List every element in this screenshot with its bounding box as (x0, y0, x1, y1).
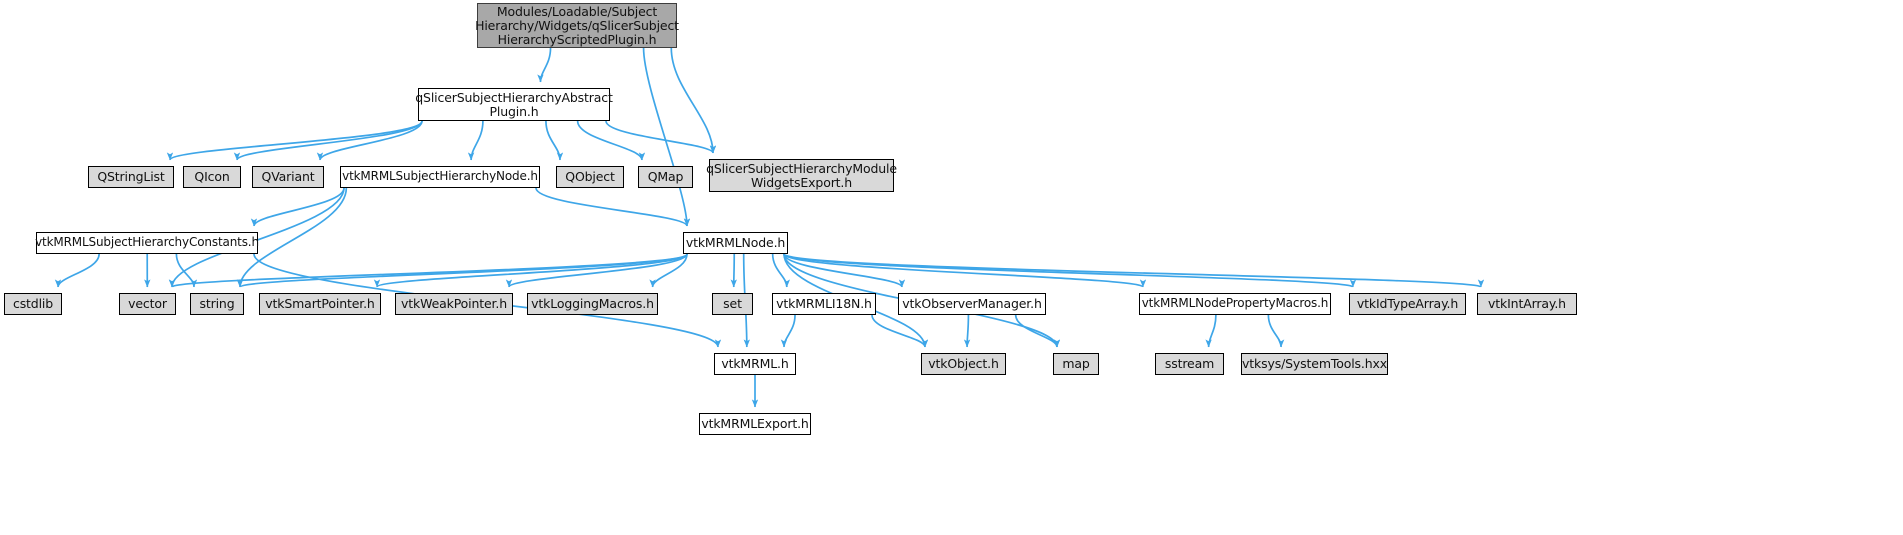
edge-root-to-wexport (670, 47, 717, 154)
graph-node-idtypearray[interactable]: vtkIdTypeArray.h (1349, 293, 1466, 315)
graph-node-vtkobject[interactable]: vtkObject.h (921, 353, 1006, 375)
graph-node-i18n[interactable]: vtkMRMLI18N.h (772, 293, 876, 315)
edge-shnode-to-mrmlnode (535, 187, 691, 227)
edge-propmacros-to-sstream (1205, 314, 1217, 348)
graph-node-cstdlib[interactable]: cstdlib (4, 293, 62, 315)
graph-node-shnode[interactable]: vtkMRMLSubjectHierarchyNode.h (340, 166, 540, 188)
edge-i18n-to-vtkobject (871, 314, 929, 348)
edge-abstract-to-shnode (467, 120, 484, 161)
edge-mrmlnode-to-weakptr (505, 253, 688, 288)
edge-mrmlnode-to-obsmgr (783, 253, 906, 288)
edge-propmacros-to-systools (1267, 314, 1285, 348)
edge-mrmlnode-to-intarray (783, 253, 1484, 288)
edge-mrmlnode-to-vector (169, 253, 688, 288)
edge-mrmlnode-to-i18n (771, 253, 791, 288)
edge-abstract-to-qicon (233, 120, 423, 161)
graph-node-set[interactable]: set (712, 293, 753, 315)
graph-node-weakptr[interactable]: vtkWeakPointer.h (395, 293, 513, 315)
graph-node-qicon[interactable]: QIcon (183, 166, 241, 188)
edge-i18n-to-vtkmrml (780, 314, 796, 348)
graph-node-propmacros[interactable]: vtkMRMLNodePropertyMacros.h (1139, 293, 1331, 315)
edge-root-to-mrmlnode (642, 47, 691, 227)
graph-node-obsmgr[interactable]: vtkObserverManager.h (898, 293, 1046, 315)
edge-obsmgr-to-vtkobject (963, 314, 971, 348)
graph-node-smartptr[interactable]: vtkSmartPointer.h (259, 293, 381, 315)
graph-node-qstringlist[interactable]: QStringList (88, 166, 174, 188)
graph-node-mrmlexport[interactable]: vtkMRMLExport.h (699, 413, 811, 435)
graph-node-qvariant[interactable]: QVariant (252, 166, 324, 188)
edge-mrmlnode-to-logmacros (649, 253, 688, 288)
edge-abstract-to-qobject (545, 120, 564, 161)
edge-mrmlnode-to-string (237, 253, 688, 288)
graph-node-string[interactable]: string (190, 293, 244, 315)
graph-node-shconst[interactable]: vtkMRMLSubjectHierarchyConstants.h (35, 232, 259, 254)
edge-shconst-to-string (175, 253, 198, 288)
graph-node-systools[interactable]: vtksys/SystemTools.hxx (1241, 353, 1388, 375)
graph-node-sstream[interactable]: sstream (1155, 353, 1224, 375)
graph-node-vtkmrml[interactable]: vtkMRML.h (714, 353, 796, 375)
edge-mrmlnode-to-idtypearray (783, 253, 1356, 288)
edge-shnode-to-shconst (250, 187, 345, 227)
graph-node-vector[interactable]: vector (119, 293, 176, 315)
graph-node-root[interactable]: Modules/Loadable/Subject Hierarchy/Widge… (475, 3, 679, 48)
edge-mrmlnode-to-smartptr (374, 253, 688, 288)
graph-node-wexport[interactable]: qSlicerSubjectHierarchyModule WidgetsExp… (706, 159, 897, 192)
edge-abstract-to-qmap (576, 120, 646, 161)
graph-node-abstract[interactable]: qSlicerSubjectHierarchyAbstract Plugin.h (415, 88, 613, 121)
edge-mrmlnode-to-propmacros (783, 253, 1146, 288)
edge-root-to-abstract (537, 47, 552, 83)
edge-abstract-to-qvariant (316, 120, 423, 161)
graph-node-intarray[interactable]: vtkIntArray.h (1477, 293, 1577, 315)
edge-shconst-to-cstdlib (54, 253, 100, 288)
graph-node-qmap[interactable]: QMap (638, 166, 693, 188)
graph-node-logmacros[interactable]: vtkLoggingMacros.h (527, 293, 658, 315)
edge-obsmgr-to-map (1014, 314, 1061, 348)
graph-node-mrmlnode[interactable]: vtkMRMLNode.h (683, 232, 788, 254)
edge-abstract-to-wexport (605, 120, 717, 154)
edge-abstract-to-qstringlist (166, 120, 423, 161)
graph-node-qobject[interactable]: QObject (556, 166, 624, 188)
graph-node-map[interactable]: map (1053, 353, 1099, 375)
